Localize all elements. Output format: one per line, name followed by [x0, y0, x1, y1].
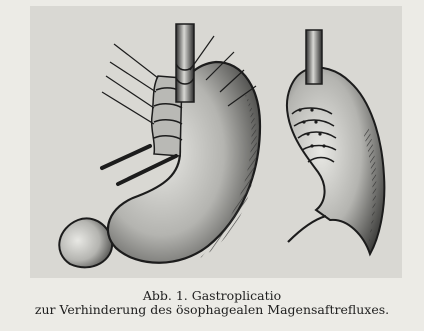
figure-illustration	[30, 6, 402, 278]
figure-caption: Abb. 1. Gastroplicatio zur Verhinderung …	[0, 289, 424, 317]
caption-line-1: Abb. 1. Gastroplicatio	[0, 289, 424, 303]
caption-line-2: zur Verhinderung des ösophagealen Magens…	[0, 303, 424, 317]
